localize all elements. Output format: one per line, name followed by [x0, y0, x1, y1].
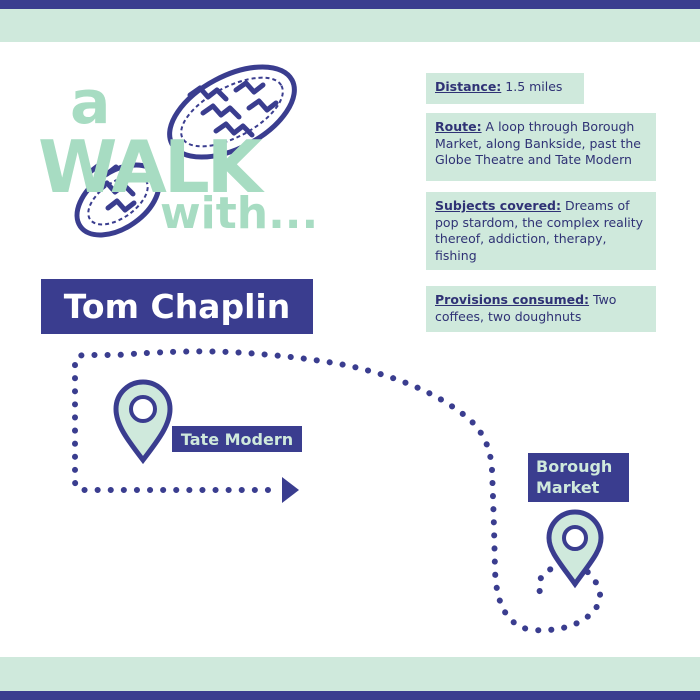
fact-distance-text: 1.5 miles	[501, 79, 563, 94]
route-path	[72, 348, 604, 634]
place-label-borough-line1: Borough	[536, 457, 613, 476]
person-name: Tom Chaplin	[41, 279, 313, 334]
top-dark-band	[0, 0, 700, 9]
logo-line-walk: WALK	[38, 125, 265, 209]
place-label-borough-line2: Market	[536, 478, 600, 497]
route-arrow-icon	[282, 477, 299, 503]
map-pin-icon-end	[546, 509, 604, 589]
logo-line-a: a	[70, 68, 111, 138]
bottom-dark-band	[0, 691, 700, 700]
place-label-tate-modern-text: Tate Modern	[180, 429, 294, 449]
bottom-light-band	[0, 657, 700, 691]
fact-route-label: Route:	[435, 119, 482, 134]
place-label-borough-market: Borough Market	[528, 453, 629, 502]
fact-route-text: A loop through Borough Market, along Ban…	[435, 119, 641, 167]
logo-line-with: with...	[160, 188, 318, 239]
fact-route: Route: A loop through Borough Market, al…	[426, 113, 656, 181]
map-pin-icon-start	[113, 379, 173, 465]
fact-provisions: Provisions consumed: Two coffees, two do…	[426, 286, 656, 332]
logo-lettering: a WALK with...	[38, 68, 318, 239]
fact-subjects-text: Dreams of pop stardom, the complex reali…	[435, 198, 644, 263]
fact-distance-label: Distance:	[435, 79, 502, 94]
place-label-tate-modern: Tate Modern	[172, 426, 302, 452]
fact-provisions-text: Two coffees, two doughnuts	[435, 292, 617, 324]
fact-distance: Distance: 1.5 miles	[426, 73, 584, 104]
footprint-icon	[74, 64, 297, 238]
top-light-band	[0, 9, 700, 42]
fact-provisions-label: Provisions consumed:	[435, 292, 590, 307]
fact-subjects-label: Subjects covered:	[435, 198, 562, 213]
fact-subjects: Subjects covered: Dreams of pop stardom,…	[426, 192, 656, 270]
